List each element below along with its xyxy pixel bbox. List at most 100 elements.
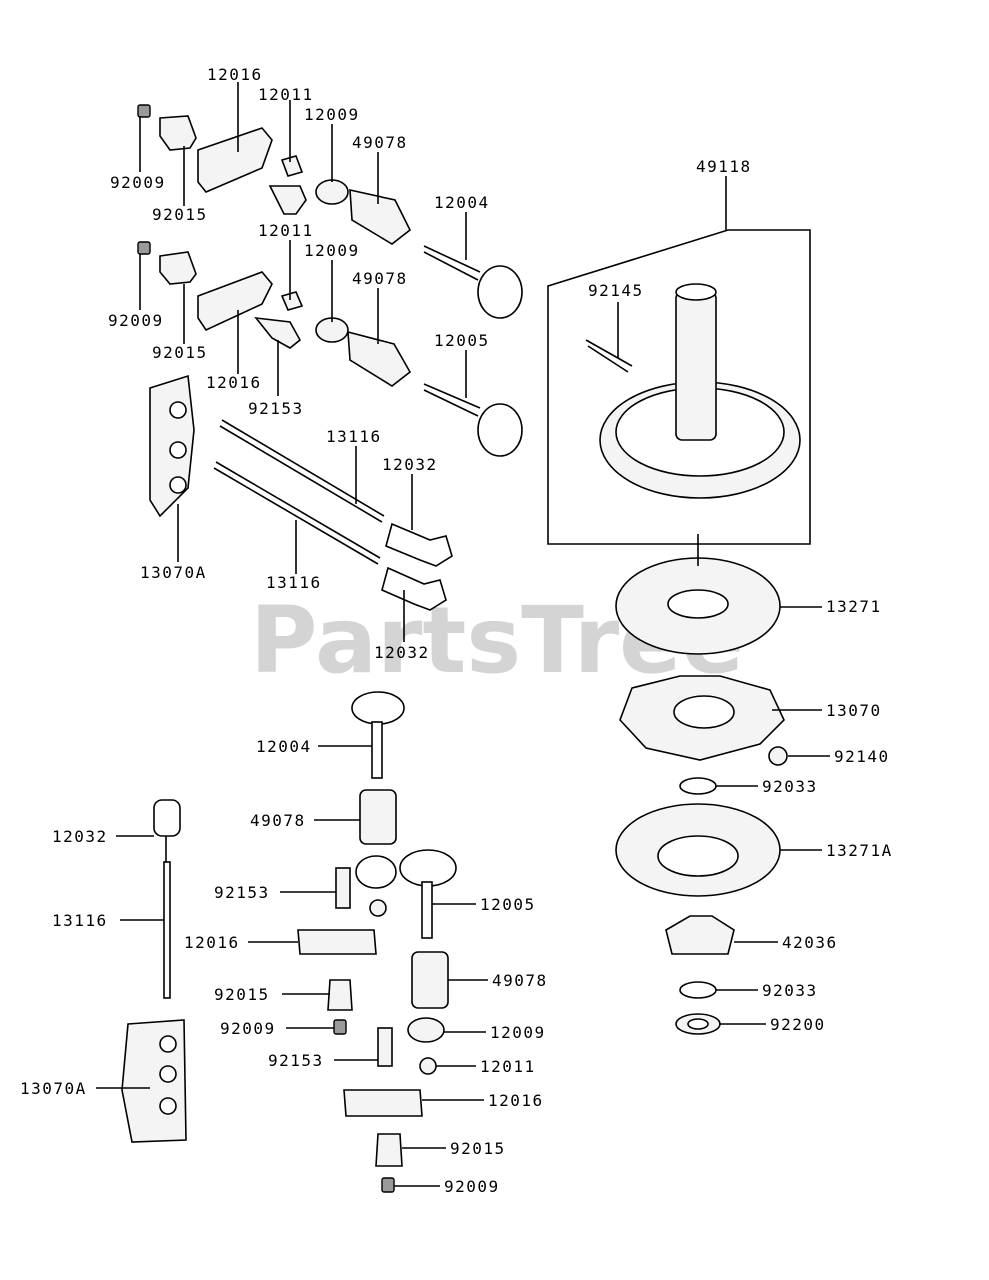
callout: 12016	[488, 1091, 544, 1110]
callout: 49078	[492, 971, 548, 990]
callout: 12011	[258, 85, 314, 104]
callout: 92153	[268, 1051, 324, 1070]
callout: 12004	[256, 737, 312, 756]
cap-b	[369, 899, 387, 917]
rocker-assembly-upper	[137, 104, 523, 319]
valve-stem-12005	[423, 383, 481, 417]
callout: 92200	[770, 1015, 826, 1034]
circlip-92033-b	[679, 981, 717, 999]
valve-head-12005-b	[399, 849, 457, 887]
adjuster-92015-c	[327, 979, 353, 1011]
callout: 92015	[450, 1139, 506, 1158]
callout: 12009	[490, 1023, 546, 1042]
valve-stem-12004-b	[371, 721, 383, 779]
rocker-arm-12016-a	[197, 127, 273, 193]
callout: 12005	[434, 331, 490, 350]
spring-49078-a	[349, 188, 412, 245]
camshaft-end	[675, 283, 717, 301]
holder-center	[673, 695, 735, 729]
retainer-12009-a	[315, 179, 349, 205]
callout: 49078	[250, 811, 306, 830]
retainer-b	[355, 855, 397, 889]
callout: 92009	[444, 1177, 500, 1196]
guide-hole	[159, 1097, 177, 1115]
callout: 12004	[434, 193, 490, 212]
stud-92153-b	[335, 867, 351, 909]
camshaft	[675, 291, 717, 441]
callout: 92015	[152, 343, 208, 362]
leader-lines	[96, 82, 830, 1187]
callout: 12032	[52, 827, 108, 846]
callout: 92153	[248, 399, 304, 418]
cap-12011-a	[280, 155, 304, 177]
guide-plate-13070A-b	[121, 1019, 187, 1143]
callout: 12005	[480, 895, 536, 914]
nut-92009-d	[381, 1177, 395, 1193]
lower-left-parts	[121, 799, 187, 1143]
callout: 92033	[762, 981, 818, 1000]
tappet-12032-b	[381, 566, 447, 611]
stud-92153	[254, 316, 302, 349]
callout: 13116	[52, 911, 108, 930]
callout: 92009	[108, 311, 164, 330]
pushrod-group-upper	[149, 374, 453, 611]
callout: 13070A	[20, 1079, 87, 1098]
callout: 12032	[374, 643, 430, 662]
cap-12011-b	[280, 291, 304, 311]
governor-parts	[615, 557, 788, 1035]
circlip-92033-a	[679, 777, 717, 795]
stud-92153-c	[377, 1027, 393, 1067]
adjuster-92015-d	[375, 1133, 403, 1167]
guide-hole	[169, 401, 187, 419]
sleeve-42036	[665, 915, 735, 955]
push-rod-13116-a	[219, 419, 385, 523]
callout: 12009	[304, 241, 360, 260]
assembly-box-49118	[547, 229, 811, 545]
tappet-12032-c	[153, 799, 181, 837]
retainer-12009-c	[407, 1017, 445, 1043]
callout: 12011	[480, 1057, 536, 1076]
callout: 13070	[826, 701, 882, 720]
callout: 92140	[834, 747, 890, 766]
pin-92145	[585, 339, 633, 373]
push-rod-13116-c	[163, 861, 171, 999]
callout: 13271	[826, 597, 882, 616]
spring-49078-d	[411, 951, 449, 1009]
guide-hole	[159, 1065, 177, 1083]
rocker-arm-12016-b	[197, 271, 273, 332]
washer-13271-hole	[667, 589, 729, 619]
adjuster-92015-a	[159, 115, 197, 151]
washer-92200-hole	[687, 1018, 709, 1030]
callout: 92153	[214, 883, 270, 902]
nut-92009-a	[137, 104, 151, 118]
callout: 12011	[258, 221, 314, 240]
callout: 49118	[696, 157, 752, 176]
spring-49078-b	[347, 330, 412, 387]
callout: 12016	[184, 933, 240, 952]
callout: 92015	[152, 205, 208, 224]
guide-hole	[159, 1035, 177, 1053]
nut-92009-c	[333, 1019, 347, 1035]
guide-hole	[169, 441, 187, 459]
push-rod-13116-b	[213, 461, 381, 565]
callout: 92145	[588, 281, 644, 300]
adjuster-92015-b	[159, 251, 197, 285]
valve-stem-12004	[423, 245, 481, 281]
callout: 92033	[762, 777, 818, 796]
tappet-12032-a	[385, 522, 453, 567]
camshaft-assembly	[547, 229, 811, 545]
lower-center-parts	[297, 691, 457, 1193]
callout: 13116	[266, 573, 322, 592]
callout: 49078	[352, 133, 408, 152]
callout: 12016	[206, 373, 262, 392]
valve-head-12004	[477, 265, 523, 319]
callout: 12032	[382, 455, 438, 474]
valve-head-12004-b	[351, 691, 405, 725]
callout: 13116	[326, 427, 382, 446]
guide-hole	[169, 476, 187, 494]
rocker-12016-c	[297, 929, 377, 955]
callout: 12016	[207, 65, 263, 84]
ball-92140	[768, 746, 788, 766]
callout-labels: 12016 12011 12009 49078 92009 92015 1200…	[20, 65, 891, 1196]
